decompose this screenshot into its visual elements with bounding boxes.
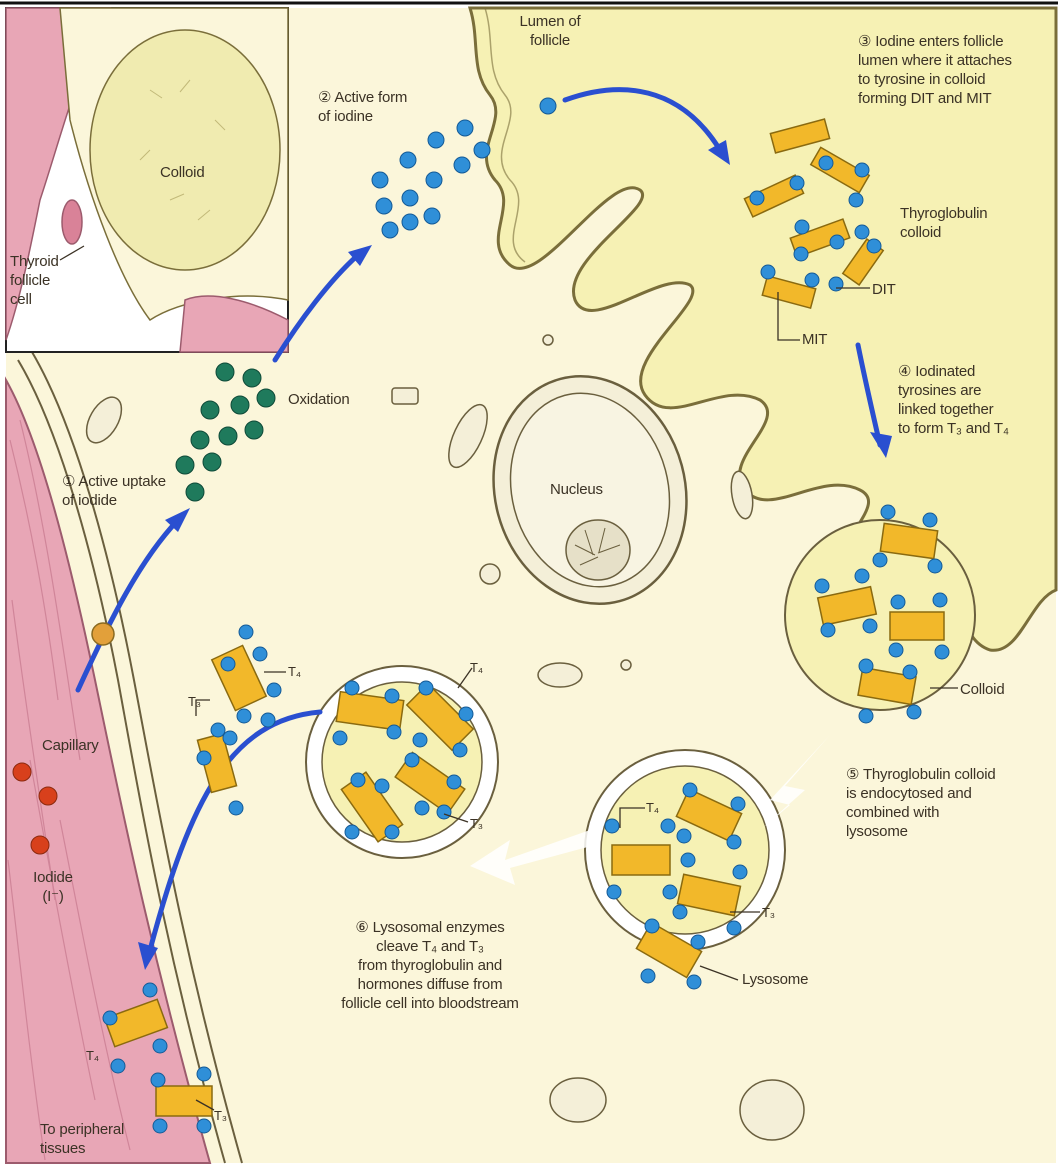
thyroid-follicle-cell-label: Thyroid follicle cell (10, 252, 70, 309)
dit-label: DIT (872, 280, 912, 299)
capillary-label: Capillary (42, 736, 132, 755)
t4-bottom-label: T₄ (86, 1048, 110, 1063)
t4-mid-label: T₄ (288, 664, 312, 679)
iodide-transporter (92, 623, 114, 645)
t3-mid-label: T₃ (188, 694, 212, 709)
oxidation-label: Oxidation (288, 390, 378, 409)
inset-colloid-label: Colloid (160, 163, 230, 182)
peripheral-tissues-label: To peripheral tissues (40, 1120, 170, 1158)
nucleus-label: Nucleus (550, 480, 630, 499)
step3-label: ③ Iodine enters follicle lumen where it … (858, 32, 1054, 108)
t4-lyso-label: T₄ (646, 800, 670, 815)
lumen-label: Lumen of follicle (510, 12, 590, 50)
lysosome-label: Lysosome (742, 970, 832, 989)
mit-label: MIT (802, 330, 842, 349)
thyroglobulin-colloid-label: Thyroglobulin colloid (900, 204, 1010, 242)
step4-label: ④ Iodinated tyrosines are linked togethe… (898, 362, 1048, 438)
t3-upper-label: T₃ (470, 816, 494, 831)
t3-lyso-label: T₃ (762, 905, 786, 920)
iodide-label: Iodide (I⁻) (18, 868, 88, 906)
t3-bottom-label: T₃ (214, 1108, 238, 1123)
active-iodine-label: ② Active form of iodine (318, 88, 448, 126)
step1-label: ① Active uptake of iodide (62, 472, 192, 510)
colloid-vesicle-label: Colloid (960, 680, 1030, 699)
step5-label: ⑤ Thyroglobulin colloid is endocytosed a… (846, 765, 1046, 841)
t4-upper-label: T₄ (470, 660, 494, 675)
step6-label: ⑥ Lysosomal enzymes cleave T₄ and T₃ fro… (280, 918, 580, 1013)
